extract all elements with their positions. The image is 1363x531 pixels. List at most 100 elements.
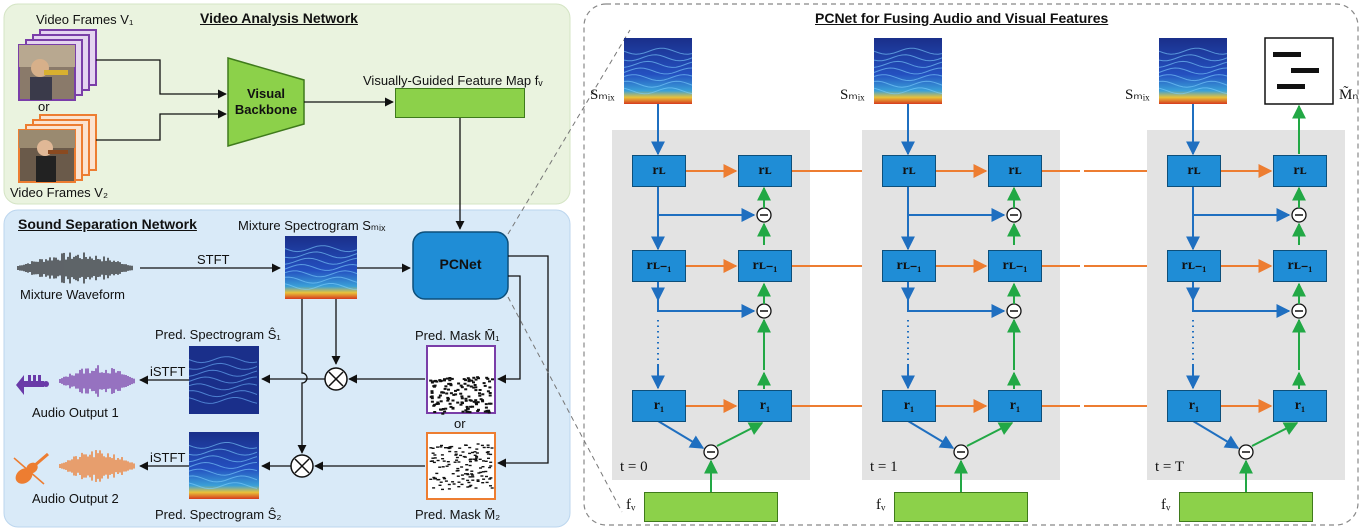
step-0-minus-rL xyxy=(756,207,772,223)
step-2-minus-bottom xyxy=(1238,444,1254,460)
pred-spectrogram-2 xyxy=(189,432,259,499)
violin-icon xyxy=(13,452,49,485)
step-1-arrow-rL-error xyxy=(907,200,1006,222)
video-or-label: or xyxy=(38,99,50,114)
pred-mask-2-texture xyxy=(429,443,494,491)
step-1-smix-label: Sₘᵢₓ xyxy=(840,87,865,103)
arrow-frames1-to-backbone xyxy=(96,59,227,99)
step-2-fv-label: fᵥ xyxy=(1161,497,1171,513)
step-0-smix-harmonics xyxy=(623,47,693,95)
step-0-rL-1-right: rʟ₋₁ xyxy=(738,250,792,282)
arrow-spec-to-mult2 xyxy=(297,299,308,454)
istft-2-label: iSTFT xyxy=(150,450,186,465)
step-1-minus-rL xyxy=(1006,207,1022,223)
step-1-arrow-r1-to-minus xyxy=(907,420,955,449)
step-1-fv-bar xyxy=(894,492,1028,522)
audio-output-2-label: Audio Output 2 xyxy=(32,491,119,506)
step-1-arrow-minus-to-r1 xyxy=(966,422,1014,447)
step-0-arrow-r1-to-minus xyxy=(657,420,705,449)
output-mask-bar-1 xyxy=(1273,52,1301,57)
step-2-r1-right: r₁ xyxy=(1273,390,1327,422)
step-1-label: t = 1 xyxy=(870,459,898,475)
output-mask-label: M̃ₙ xyxy=(1339,87,1359,103)
visual-backbone-label: Visual Backbone xyxy=(234,86,298,117)
step-1-smix-spectrogram xyxy=(874,38,942,104)
step-2-fv-bar xyxy=(1179,492,1313,522)
mixture-spectrogram-label: Mixture Spectrogram Sₘᵢₓ xyxy=(238,218,386,233)
sound-panel-title: Sound Separation Network xyxy=(18,216,197,232)
feature-map-label: Visually-Guided Feature Map fᵥ xyxy=(363,73,543,88)
step-0-r1-right: r₁ xyxy=(738,390,792,422)
step-2-smix-harmonics xyxy=(1158,47,1228,95)
visual-backbone-shape xyxy=(227,57,305,147)
step-1-rL-1-right: rʟ₋₁ xyxy=(988,250,1042,282)
step-0-fv-label: fᵥ xyxy=(626,497,636,513)
video-frames-stack-2 xyxy=(18,114,97,183)
pred-spectrogram-2-label: Pred. Spectrogram Ŝ₂ xyxy=(155,507,282,522)
pred-mask-1-label: Pred. Mask M̃₁ xyxy=(415,328,500,343)
step-1-rL-1-left: rʟ₋₁ xyxy=(882,250,936,282)
step-0-arrow-rL-error xyxy=(657,200,756,222)
step-2-arrow-rL1-error xyxy=(1192,295,1291,318)
audio-output-1-waveform xyxy=(59,365,135,397)
pred-mask-2-label: Pred. Mask M̃₂ xyxy=(415,507,501,522)
mask-or-label: or xyxy=(454,416,466,431)
arrow-pcnet-to-mask1 xyxy=(497,275,521,384)
step-2-rL-1-right: rʟ₋₁ xyxy=(1273,250,1327,282)
step-1-arrow-rL1-error xyxy=(907,295,1006,318)
pred-mask-1-texture xyxy=(429,376,494,415)
step-0-arrow-rL1-error xyxy=(657,295,756,318)
zoom-line-top xyxy=(507,29,631,235)
pred-spectrogram-1-label: Pred. Spectrogram Ŝ₁ xyxy=(155,327,281,342)
step-2-arrow-rL-error xyxy=(1192,200,1291,222)
step-2-arrow-minus-to-r1 xyxy=(1251,422,1299,447)
audio-output-2-waveform xyxy=(59,450,135,482)
pred-spectrogram-1 xyxy=(189,346,259,414)
mixture-waveform-label: Mixture Waveform xyxy=(20,287,125,302)
pcnet-label: PCNet xyxy=(439,256,482,272)
step-2-label: t = T xyxy=(1155,459,1185,475)
step-2-rL-1-left: rʟ₋₁ xyxy=(1167,250,1221,282)
step-2-rL-right: rʟ xyxy=(1273,155,1327,187)
step-0-smix-label: Sₘᵢₓ xyxy=(590,87,615,103)
step-2-arrow-r1-to-minus xyxy=(1192,420,1240,449)
step-2-rL-left: rʟ xyxy=(1167,155,1221,187)
step-2-minus-rL1 xyxy=(1291,303,1307,319)
step-1-rL-right: rʟ xyxy=(988,155,1042,187)
multiply-node-2 xyxy=(290,454,314,478)
step-0-smix-spectrogram xyxy=(624,38,692,104)
step-0-rL-1-left: rʟ₋₁ xyxy=(632,250,686,282)
step-0-minus-rL1 xyxy=(756,303,772,319)
pcnet-panel-title: PCNet for Fusing Audio and Visual Featur… xyxy=(815,10,1109,26)
step-1-minus-rL1 xyxy=(1006,303,1022,319)
output-mask-bar-3 xyxy=(1277,84,1305,89)
step-0-rL-left: rʟ xyxy=(632,155,686,187)
zoom-line-bottom xyxy=(507,296,623,513)
step-1-smix-harmonics xyxy=(873,47,943,95)
istft-1-label: iSTFT xyxy=(150,364,186,379)
arrow-frames2-to-backbone xyxy=(96,109,227,141)
step-1-r1-right: r₁ xyxy=(988,390,1042,422)
step-0-label: t = 0 xyxy=(620,459,648,475)
step-2-r1-left: r₁ xyxy=(1167,390,1221,422)
step-1-fv-label: fᵥ xyxy=(876,497,886,513)
stft-label: STFT xyxy=(197,252,230,267)
audio-output-1-label: Audio Output 1 xyxy=(32,405,119,420)
mixture-waveform xyxy=(17,252,133,284)
step-1-r1-left: r₁ xyxy=(882,390,936,422)
pcnet-box xyxy=(412,231,509,300)
step-2-smix-label: Sₘᵢₓ xyxy=(1125,87,1150,103)
step-0-r1-left: r₁ xyxy=(632,390,686,422)
step-2-smix-spectrogram xyxy=(1159,38,1227,104)
arrow-pcnet-to-mask2 xyxy=(497,255,549,468)
step-0-rL-right: rʟ xyxy=(738,155,792,187)
multiply-node-1 xyxy=(324,367,348,391)
mixture-spectrogram xyxy=(285,236,357,299)
step-0-arrow-minus-to-r1 xyxy=(716,422,764,447)
step-0-fv-bar xyxy=(644,492,778,522)
pred-spectrogram-2-harmonics xyxy=(188,442,258,490)
pred-mask-2 xyxy=(426,432,496,500)
step-1-minus-bottom xyxy=(953,444,969,460)
